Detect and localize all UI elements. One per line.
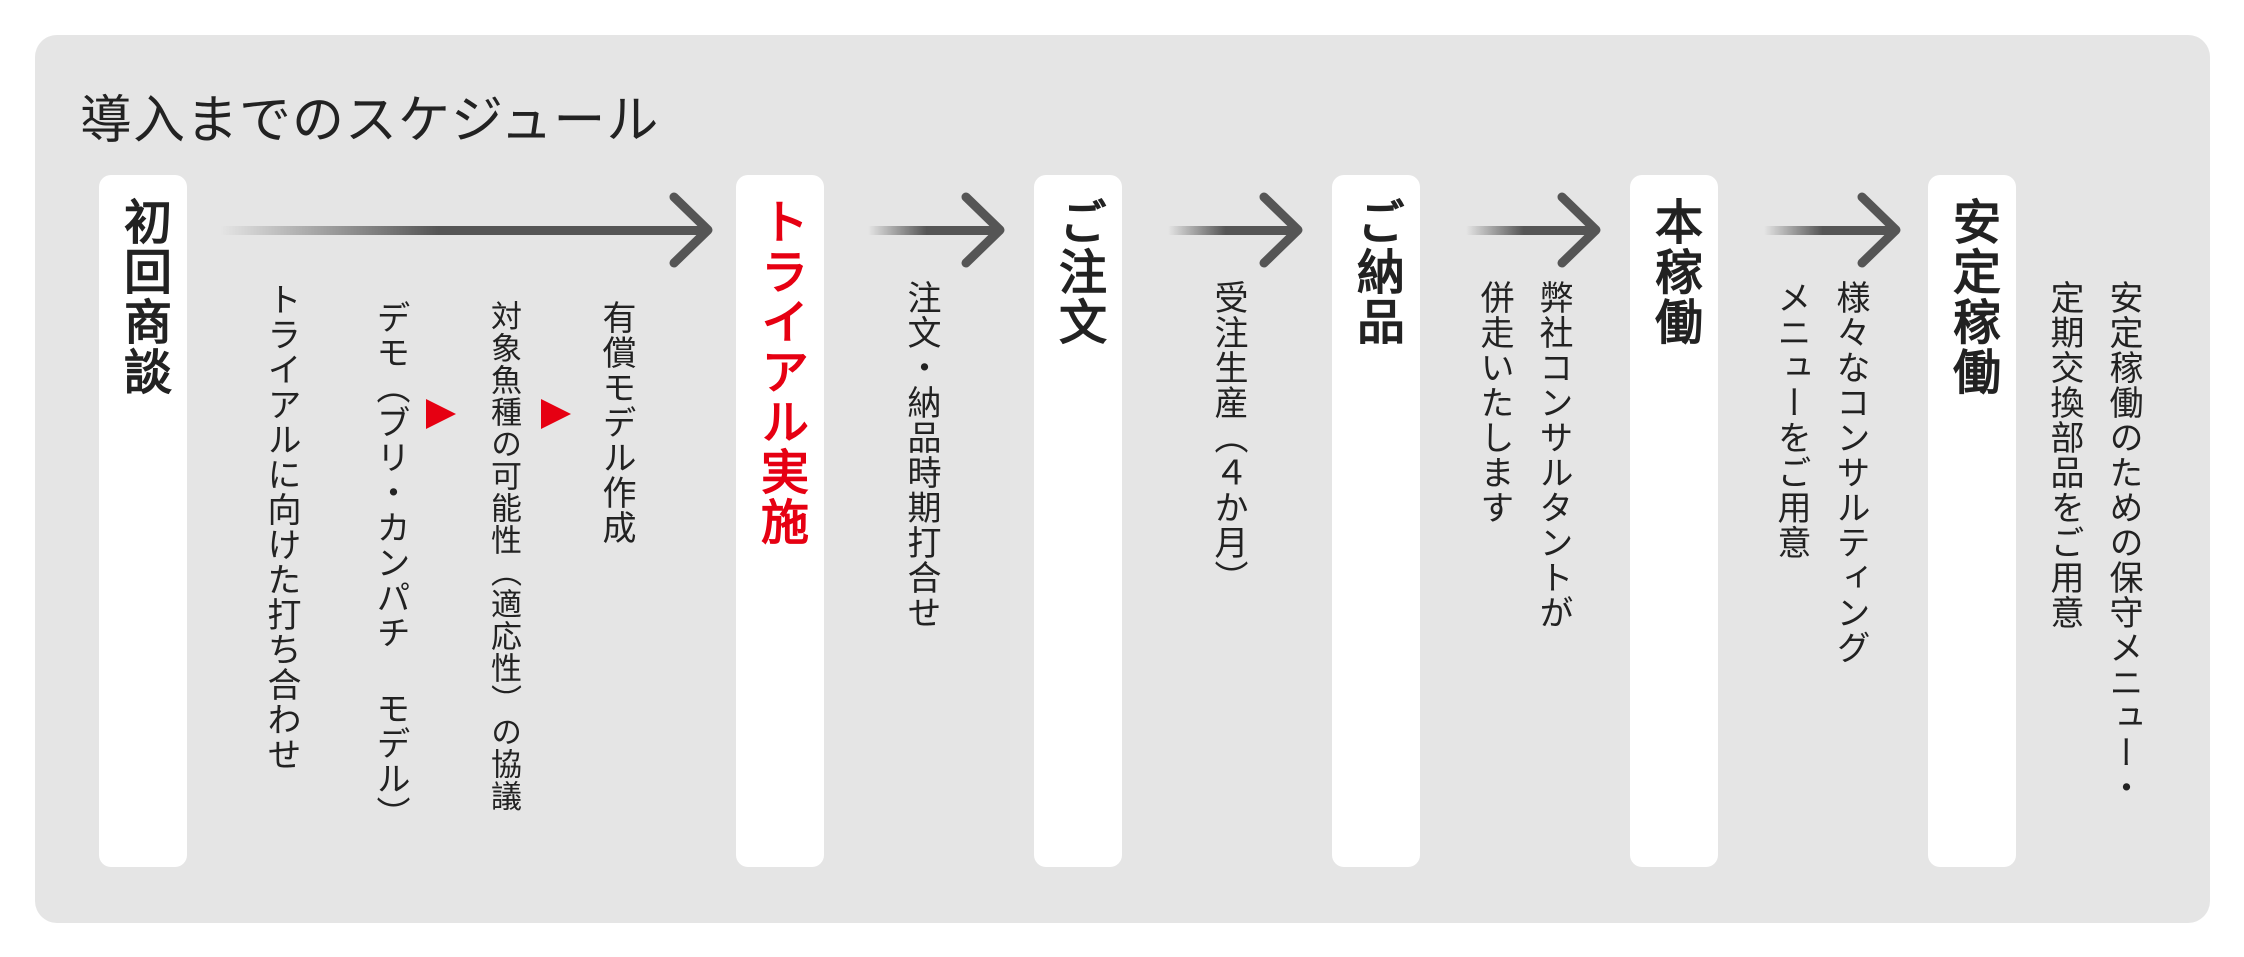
step-order: ご注文 — [1034, 175, 1122, 867]
diagram-title: 導入までのスケジュール — [80, 91, 660, 151]
arrow-5 — [1764, 192, 1901, 268]
schedule-panel — [35, 35, 2210, 923]
initial-item-paid-model: 有償モデル作成 — [596, 300, 636, 545]
delivery-desc-line1: 弊社コンサルタントが — [1533, 280, 1573, 630]
bullet-triangle-icon — [541, 399, 571, 429]
initial-item-species: 対象魚種の可能性（適応性）の協議 — [485, 300, 521, 812]
initial-item-demo: デモ（ブリ・カンパチ モデル） — [370, 300, 410, 831]
arrow-3 — [1168, 192, 1303, 268]
arrow-1 — [220, 192, 713, 268]
step-stable: 安定稼働 — [1928, 175, 2016, 867]
step-trial: トライアル実施 — [736, 175, 824, 867]
arrow-2 — [868, 192, 1005, 268]
operation-desc-line2: メニューをご用意 — [1771, 280, 1811, 560]
step-label: ご注文 — [1050, 197, 1106, 347]
operation-desc-line1: 様々なコンサルティング — [1830, 280, 1870, 665]
stable-desc-line1: 安定稼働のための保守メニュー・ — [2103, 280, 2143, 805]
step-label: ご納品 — [1348, 197, 1404, 347]
step-label: 安定稼働 — [1944, 197, 2000, 397]
initial-item-meeting: トライアルに向けた打ち合わせ — [261, 282, 301, 772]
step-initial-meeting: 初回商談 — [99, 175, 187, 867]
trial-desc: 注文・納品時期打合せ — [901, 280, 941, 630]
step-label: 初回商談 — [115, 197, 171, 397]
step-delivery: ご納品 — [1332, 175, 1420, 867]
step-label: 本稼働 — [1646, 197, 1702, 347]
step-label: トライアル実施 — [752, 197, 808, 547]
bullet-triangle-icon — [426, 399, 456, 429]
delivery-desc-line2: 併走いたします — [1474, 280, 1514, 525]
arrow-4 — [1466, 192, 1601, 268]
order-desc: 受注生産（４か月） — [1208, 280, 1248, 595]
step-operation: 本稼働 — [1630, 175, 1718, 867]
stable-desc-line2: 定期交換部品をご用意 — [2044, 280, 2084, 630]
